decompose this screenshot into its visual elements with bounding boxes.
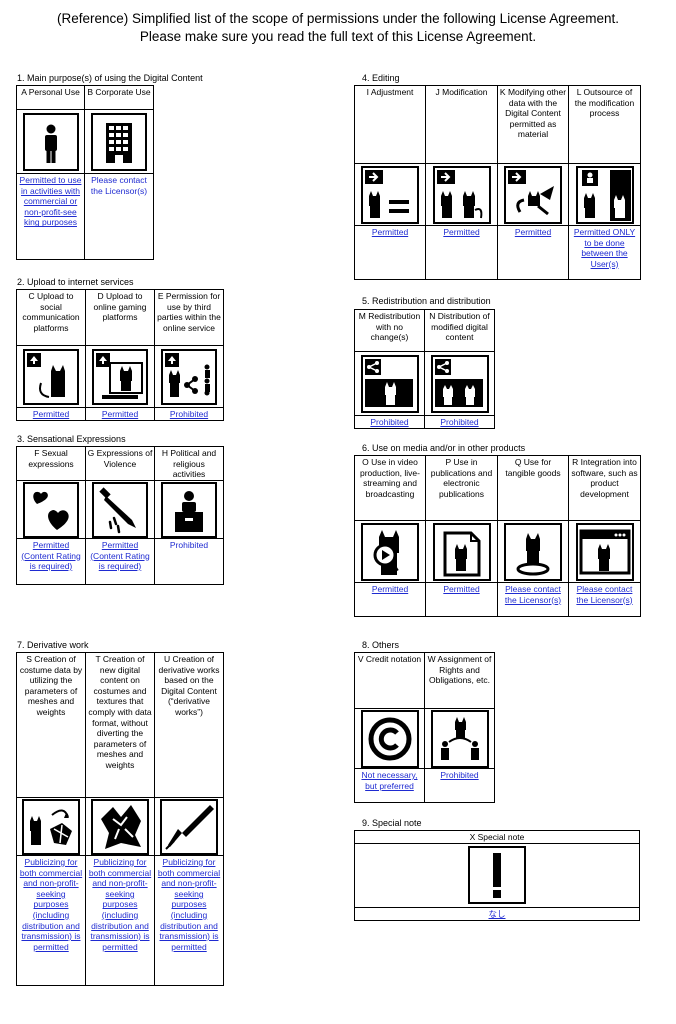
redistribute-icon <box>360 354 419 413</box>
texture-icon <box>91 798 149 855</box>
label-k: K Modifying other data with the Digital … <box>499 87 567 140</box>
label-h: H Political and religious activities <box>161 448 217 480</box>
figure-goods-icon <box>504 522 562 581</box>
label-o: O Use in video production, live-streamin… <box>359 457 420 499</box>
section-1-table: A Personal Use B Corporate Use Permitted… <box>16 85 154 260</box>
label-d: D Upload to online gaming platforms <box>93 291 147 323</box>
value-j: Permitted <box>443 227 480 237</box>
outsource-icon <box>575 165 634 224</box>
label-m: M Redistribution with no change(s) <box>358 311 421 343</box>
section-3-title: 3. Sensational Expressions <box>17 434 126 444</box>
adjust-icon <box>361 165 419 224</box>
value-k: Permitted <box>514 227 552 237</box>
label-t: T Creation of new digital content on cos… <box>88 654 152 770</box>
value-w: Prohibited <box>440 770 479 780</box>
label-v: V Credit notation <box>357 654 422 664</box>
label-g: G Expressions of Violence <box>87 448 153 469</box>
share-third-party-icon <box>161 348 217 405</box>
section-4-title: 4. Editing <box>362 73 400 83</box>
person-icon <box>22 112 79 171</box>
section-4-table: I Adjustment J Modification K Modifying … <box>354 85 641 280</box>
label-r: R Integration into software, such as pro… <box>571 457 638 499</box>
section-7-title: 7. Derivative work <box>17 640 89 650</box>
section-5-table: M Redistribution with no change(s) N Dis… <box>354 309 495 429</box>
building-icon <box>91 112 147 171</box>
upload-gaming-icon <box>92 348 148 405</box>
knife-icon <box>92 481 148 538</box>
value-f: Permitted (Content Rating is required) <box>21 540 81 572</box>
publication-icon <box>432 522 491 581</box>
section-2-title: 2. Upload to internet services <box>17 277 134 287</box>
label-a: A Personal Use <box>21 87 80 97</box>
label-x: X Special note <box>469 832 525 842</box>
value-s: Publicizing for both commercial and non-… <box>19 857 83 952</box>
section-2-table: C Upload to social communication platfor… <box>16 289 224 421</box>
value-v: Not necessary, but preferred <box>361 770 418 791</box>
value-a: Permitted to use in activities with comm… <box>19 175 82 228</box>
copyright-icon <box>360 709 419 768</box>
value-n: Prohibited <box>440 417 479 427</box>
section-3-table: F Sexual expressions G Expressions of Vi… <box>16 446 224 585</box>
costume-icon <box>22 798 80 855</box>
value-t: Publicizing for both commercial and non-… <box>88 857 152 952</box>
modify-icon <box>432 165 491 224</box>
value-u: Publicizing for both commercial and non-… <box>157 857 221 952</box>
section-9-table: X Special note なし <box>354 830 640 921</box>
label-c: C Upload to social communication platfor… <box>22 291 80 333</box>
material-icon <box>504 165 562 224</box>
value-c: Permitted <box>32 409 70 419</box>
label-f: F Sexual expressions <box>28 448 74 469</box>
section-6-table: O Use in video production, live-streamin… <box>354 455 641 617</box>
video-icon <box>361 522 419 581</box>
label-s: S Creation of costume data by utilizing … <box>19 654 83 717</box>
section-5-title: 5. Redistribution and distribution <box>362 296 491 306</box>
label-l: L Outsource of the modification process <box>574 87 635 119</box>
label-u: U Creation of derivative works based on … <box>158 654 220 717</box>
upload-social-icon <box>23 348 79 405</box>
value-g: Permitted (Content Rating is required) <box>90 540 150 572</box>
label-n: N Distribution of modified digital conte… <box>429 311 490 343</box>
label-b: B Corporate Use <box>87 87 151 97</box>
hearts-icon <box>23 481 79 538</box>
label-i: I Adjustment <box>366 87 414 97</box>
pen-nib-icon <box>160 798 218 855</box>
label-w: W Assignment of Rights and Obligations, … <box>427 654 492 686</box>
notice-line-1: (Reference) Simplified list of the scope… <box>56 11 620 26</box>
value-r: Please contact the Licensor(s) <box>576 584 633 605</box>
section-6-title: 6. Use on media and/or in other products <box>362 443 526 453</box>
value-h: Prohibited <box>169 540 209 550</box>
value-p: Permitted <box>443 584 480 594</box>
section-8-title: 8. Others <box>362 640 400 650</box>
label-q: Q Use for tangible goods <box>505 457 561 478</box>
label-j: J Modification <box>435 87 488 97</box>
value-i: Permitted <box>371 227 409 237</box>
section-7-table: S Creation of costume data by utilizing … <box>16 652 224 986</box>
distribute-modified-icon <box>430 354 489 413</box>
podium-icon <box>161 481 217 538</box>
notice-line-2: Please make sure you read the full text … <box>139 29 537 44</box>
label-e: E Permission for use by third parties wi… <box>157 291 221 333</box>
assignment-icon <box>430 709 489 768</box>
value-q: Please contact the Licensor(s) <box>504 584 562 605</box>
value-e: Prohibited <box>169 409 209 419</box>
value-d: Permitted <box>101 409 139 419</box>
value-o: Permitted <box>371 584 409 594</box>
value-m: Prohibited <box>370 417 409 427</box>
value-b: Please contact the Licensor(s) <box>90 175 148 196</box>
label-p: P Use in publications and electronic pub… <box>430 457 493 499</box>
value-x: なし <box>488 908 506 919</box>
exclamation-icon <box>468 846 526 905</box>
section-8-table: V Credit notation W Assignment of Rights… <box>354 652 495 803</box>
section-9-title: 9. Special note <box>362 818 422 828</box>
software-icon <box>575 522 634 581</box>
section-1-title: 1. Main purpose(s) of using the Digital … <box>17 73 203 83</box>
value-l: Permitted ONLY to be done between the Us… <box>573 227 636 269</box>
